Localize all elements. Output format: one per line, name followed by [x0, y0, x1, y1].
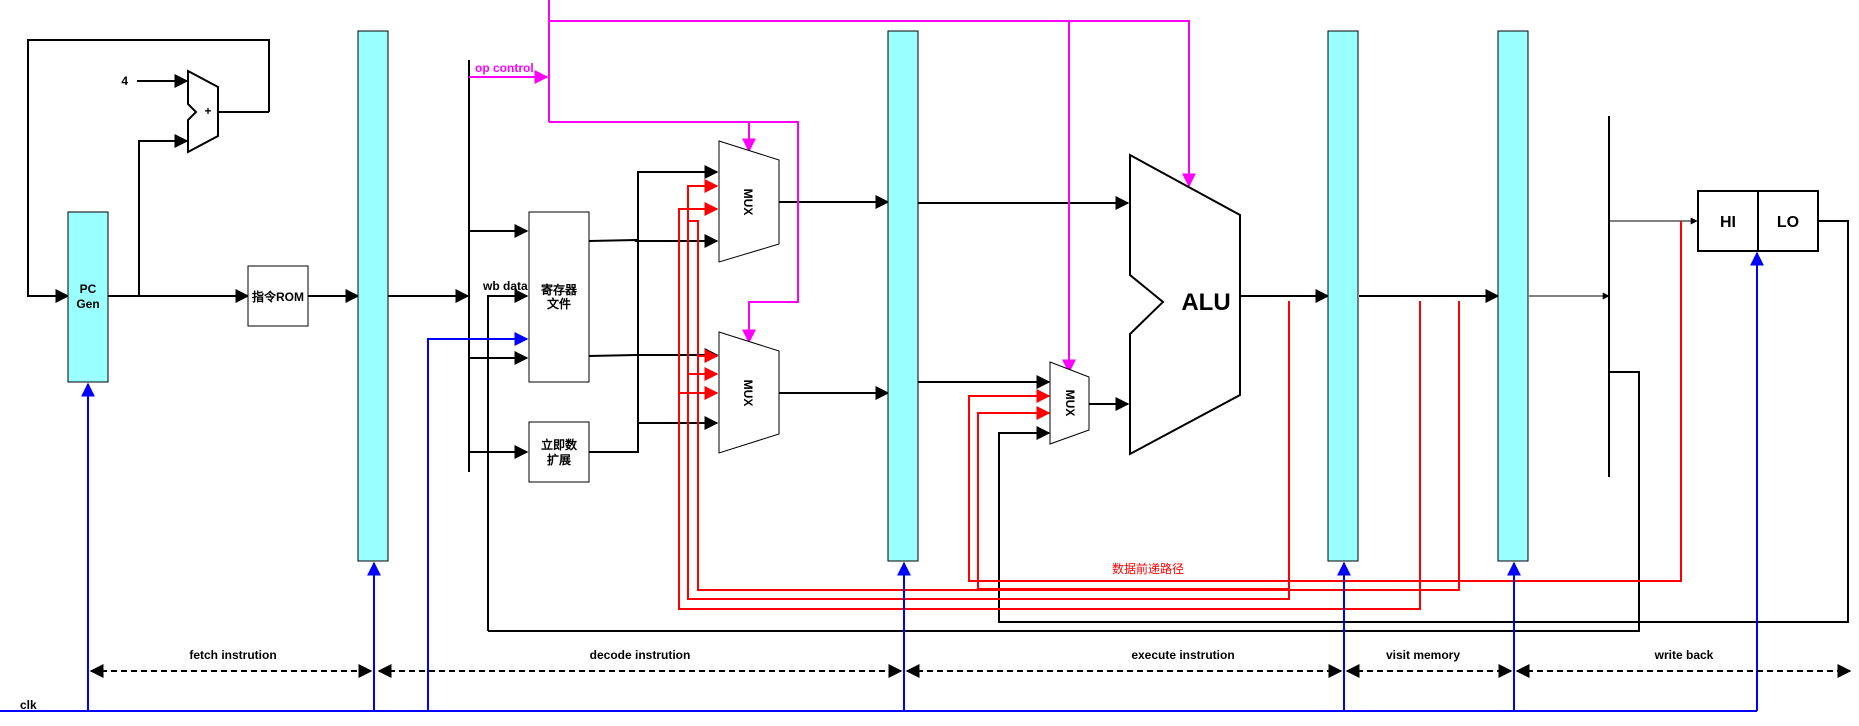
- mux-b-label: MUX: [741, 380, 755, 407]
- adder-const: 4: [121, 74, 128, 88]
- alu: [1129, 153, 1241, 456]
- stage-writeback-label: write back: [1654, 648, 1714, 662]
- black-wires: [27, 39, 1849, 632]
- clk-label: clk: [20, 698, 37, 712]
- mux-a: [718, 140, 780, 263]
- imm-label-2: 扩展: [547, 452, 571, 467]
- instruction-rom: [247, 265, 309, 327]
- regfile-label-2: 文件: [547, 296, 571, 311]
- imm-extender: [528, 421, 590, 483]
- pc-gen-label-1: PC: [80, 282, 97, 296]
- stage-decode-label: decode instrution: [590, 648, 691, 662]
- pc-gen: [67, 211, 109, 383]
- lo-label: LO: [1777, 214, 1799, 231]
- mux-c-label: MUX: [1063, 390, 1077, 417]
- id-ex-register: [887, 30, 919, 562]
- if-id-register: [357, 30, 389, 562]
- mux-b: [718, 331, 780, 454]
- pc-gen-label-2: Gen: [76, 297, 99, 311]
- wb-data-label: wb data: [482, 279, 528, 293]
- mem-wb-register: [1497, 30, 1529, 562]
- hi-register: [1697, 190, 1759, 252]
- alu-label: ALU: [1181, 289, 1230, 316]
- stage-execute-label: execute instrution: [1131, 648, 1234, 662]
- ex-mem-register: [1327, 30, 1359, 562]
- mux-c: [1049, 361, 1090, 445]
- lo-register: [1757, 190, 1819, 252]
- register-file: [528, 211, 590, 383]
- regfile-label-1: 寄存器: [541, 282, 578, 297]
- forwarding-wires: [678, 179, 1682, 610]
- mux-a-label: MUX: [741, 189, 755, 216]
- hi-label: HI: [1720, 214, 1736, 231]
- stage-fetch-label: fetch instrution: [189, 648, 276, 662]
- control-wires: [469, 0, 1196, 374]
- adder-sign: +: [204, 104, 211, 118]
- clock-wires: [0, 251, 1764, 712]
- rom-label: 指令ROM: [252, 289, 304, 304]
- stage-memory-label: visit memory: [1386, 648, 1460, 662]
- op-control-label: op control: [475, 61, 534, 75]
- adder: [187, 69, 219, 154]
- forwarding-label: 数据前递路径: [1112, 561, 1184, 576]
- imm-label-1: 立即数: [541, 437, 578, 452]
